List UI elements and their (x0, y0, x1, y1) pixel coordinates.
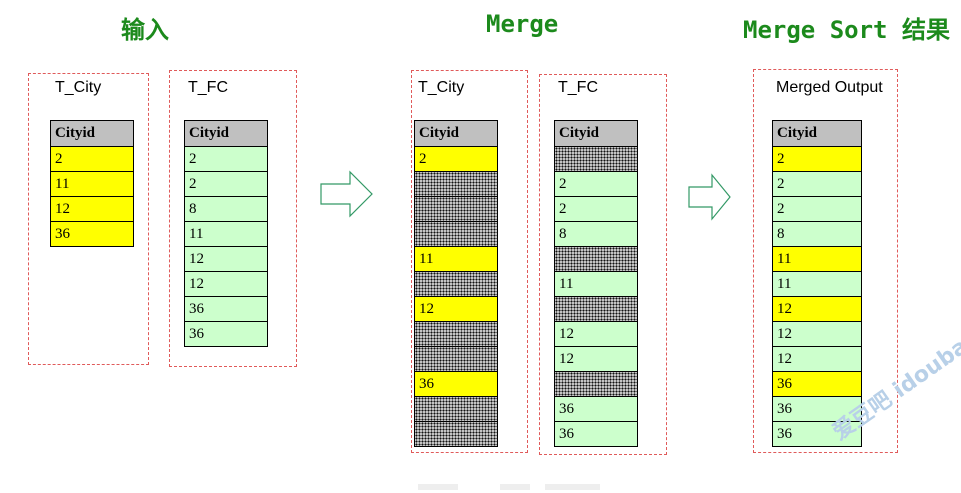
table-name-merge-city: T_City (418, 79, 465, 96)
arrow-right-icon (320, 170, 373, 218)
table-row: 2 (555, 171, 637, 196)
table-name-merge-fc: T_FC (558, 79, 598, 96)
table-row: 8 (773, 221, 861, 246)
table-row: 11 (415, 246, 497, 271)
table-row: 2 (773, 146, 861, 171)
footer-ghost-mark (500, 484, 530, 490)
table-row: 11 (51, 171, 133, 196)
table-row: 11 (773, 246, 861, 271)
table-row: 12 (185, 271, 267, 296)
table-row: 36 (555, 396, 637, 421)
table-row: 11 (773, 271, 861, 296)
table-row: 12 (51, 196, 133, 221)
table-row: 2 (555, 196, 637, 221)
table-row-hatched (415, 321, 497, 346)
table-name-input-fc: T_FC (188, 79, 228, 96)
table-name-merged: Merged Output (776, 79, 883, 96)
frame-merge-fc (539, 74, 667, 455)
table-row: 12 (555, 321, 637, 346)
frame-input-city (28, 73, 149, 365)
table-row: 2 (773, 196, 861, 221)
table-row-hatched (415, 421, 497, 446)
table-row: 8 (185, 196, 267, 221)
arrow-right-icon (688, 173, 731, 221)
column-header: Cityid (555, 121, 637, 146)
table-row: 12 (773, 296, 861, 321)
table-name-input-city: T_City (55, 79, 102, 96)
table-row: 8 (555, 221, 637, 246)
table-row-hatched (555, 296, 637, 321)
table-row: 2 (185, 171, 267, 196)
table-row: 2 (415, 146, 497, 171)
table-row-hatched (415, 346, 497, 371)
table-row: 36 (773, 371, 861, 396)
table-row-hatched (415, 196, 497, 221)
table-row: 2 (185, 146, 267, 171)
table-row: 36 (185, 296, 267, 321)
heading-input: 输入 (121, 16, 169, 44)
table-row: 2 (51, 146, 133, 171)
table-row: 12 (415, 296, 497, 321)
table-row: 36 (185, 321, 267, 346)
table-row: 2 (773, 171, 861, 196)
heading-merge: Merge (486, 10, 559, 38)
table-row: 12 (185, 246, 267, 271)
column-header: Cityid (185, 121, 267, 146)
table-row-hatched (415, 271, 497, 296)
table-row: 36 (51, 221, 133, 246)
column-header: Cityid (773, 121, 861, 146)
table-row: 36 (773, 421, 861, 446)
table-row: 12 (773, 321, 861, 346)
footer-ghost-mark (418, 484, 458, 490)
frame-merge-city (411, 70, 528, 453)
column-header: Cityid (51, 121, 133, 146)
table-row: 12 (773, 346, 861, 371)
footer-ghost-mark (545, 484, 600, 490)
table-row: 12 (555, 346, 637, 371)
table-row: 11 (185, 221, 267, 246)
frame-input-fc (169, 70, 297, 367)
table-row: 36 (415, 371, 497, 396)
table-row: 11 (555, 271, 637, 296)
table-row-hatched (555, 246, 637, 271)
heading-result: Merge Sort 结果 (743, 16, 950, 44)
column-header: Cityid (415, 121, 497, 146)
table-row: 36 (773, 396, 861, 421)
table-row: 36 (555, 421, 637, 446)
table-row-hatched (415, 221, 497, 246)
table-row-hatched (555, 371, 637, 396)
table-row-hatched (415, 171, 497, 196)
table-row-hatched (555, 146, 637, 171)
table-row-hatched (415, 396, 497, 421)
frame-merged (753, 69, 898, 453)
